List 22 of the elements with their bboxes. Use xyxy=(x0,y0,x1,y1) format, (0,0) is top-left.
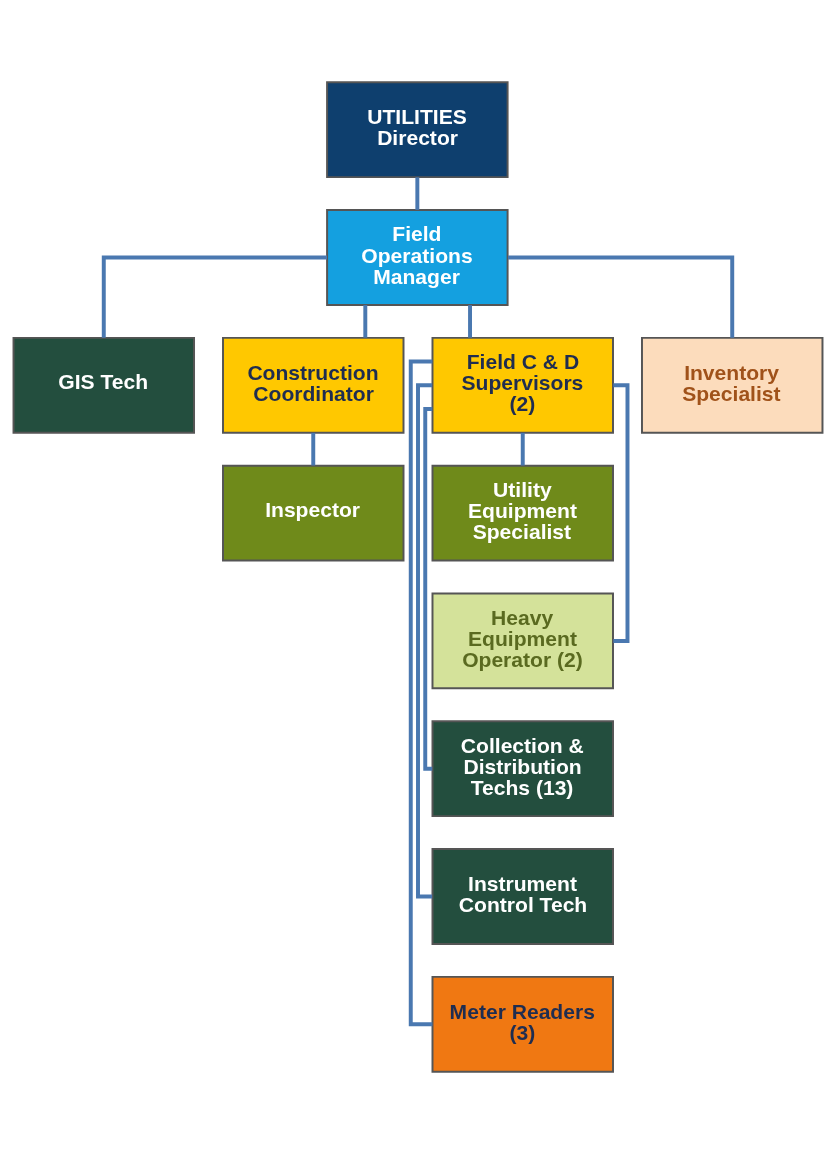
node-box: Heavy Equipment Operator (2) xyxy=(431,592,614,690)
connector xyxy=(311,432,316,466)
connector xyxy=(508,255,735,338)
node-box: Utility Equipment Specialist xyxy=(431,464,614,562)
node-box: Field Operations Manager xyxy=(326,209,509,306)
connector xyxy=(613,383,630,643)
node-box: Meter Readers (3) xyxy=(431,975,614,1073)
connector xyxy=(468,305,472,338)
connector xyxy=(423,407,433,771)
node-box: Construction Coordinator xyxy=(222,336,405,434)
node-box: UTILITIES Director xyxy=(326,81,509,179)
node-box: Field C & D Supervisors (2) xyxy=(431,336,614,434)
connector xyxy=(520,432,525,466)
node-box: Collection & Distribution Techs (13) xyxy=(431,720,614,818)
connector xyxy=(363,305,368,338)
connector xyxy=(416,383,433,899)
node-box: Inspector xyxy=(222,464,405,562)
node-box: Instrument Control Tech xyxy=(431,848,614,945)
connector xyxy=(415,177,420,210)
node-box: Inventory Specialist xyxy=(641,336,824,434)
node-box: GIS Tech xyxy=(12,336,195,434)
connector xyxy=(101,255,328,338)
